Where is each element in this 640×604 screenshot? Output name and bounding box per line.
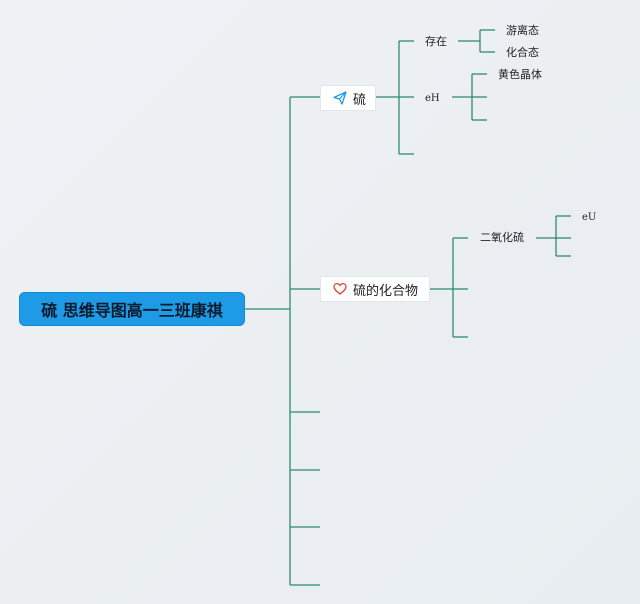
node-eryanghualiu[interactable]: 二氧化硫 <box>480 231 524 244</box>
root-topic-title: 硫 思维导图高一三班康祺 <box>41 301 223 320</box>
branch-topic-sulfur-compounds[interactable]: 硫的化合物 <box>320 276 430 302</box>
branch-topic-label: 硫的化合物 <box>353 283 419 299</box>
root-topic[interactable]: 硫 思维导图高一三班康祺 <box>19 292 245 326</box>
node-huahetai[interactable]: 化合态 <box>506 46 539 59</box>
node-huangse-jingti[interactable]: 黄色晶体 <box>498 68 542 81</box>
node-cunzai[interactable]: 存在 <box>425 35 447 48</box>
paper-plane-icon <box>331 89 349 107</box>
branch-topic-label: 硫 <box>353 92 367 108</box>
branch-topic-sulfur[interactable]: 硫 <box>320 85 376 111</box>
heart-icon <box>331 280 349 298</box>
node-youlitai[interactable]: 游离态 <box>506 24 539 37</box>
node-eh[interactable]: eH <box>425 93 440 104</box>
node-eu[interactable]: eU <box>582 212 597 223</box>
